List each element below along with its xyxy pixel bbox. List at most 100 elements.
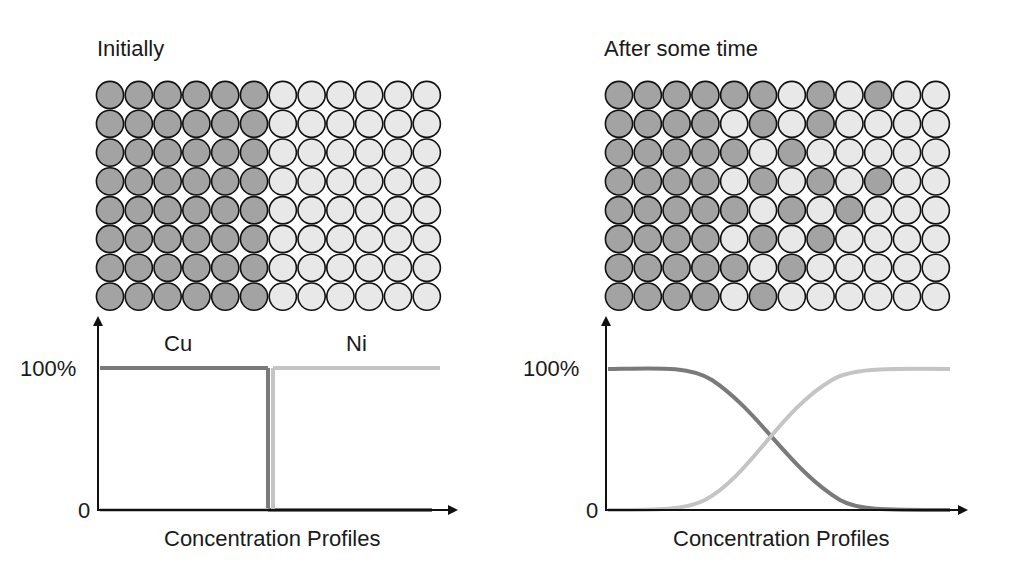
axis-tick: 0 bbox=[586, 500, 598, 522]
atom bbox=[865, 197, 892, 224]
atom bbox=[605, 197, 632, 224]
atom bbox=[605, 168, 632, 195]
atom bbox=[922, 283, 949, 310]
atom bbox=[327, 110, 354, 137]
atom bbox=[749, 283, 776, 310]
atom bbox=[865, 110, 892, 137]
atom bbox=[634, 139, 661, 166]
atom bbox=[807, 283, 834, 310]
atom-grids bbox=[96, 81, 949, 310]
atom bbox=[692, 168, 719, 195]
atom bbox=[269, 254, 296, 281]
atom bbox=[413, 110, 440, 137]
atom bbox=[922, 139, 949, 166]
atom bbox=[807, 139, 834, 166]
atom bbox=[836, 197, 863, 224]
atom bbox=[298, 283, 325, 310]
atom bbox=[807, 168, 834, 195]
atom bbox=[605, 283, 632, 310]
atom bbox=[893, 110, 920, 137]
atom bbox=[356, 283, 383, 310]
atom bbox=[836, 254, 863, 281]
axis-tick: 100% bbox=[523, 358, 579, 380]
atom bbox=[154, 254, 181, 281]
atom bbox=[865, 254, 892, 281]
atom bbox=[749, 197, 776, 224]
cu-profile bbox=[100, 366, 268, 370]
atom bbox=[865, 225, 892, 252]
atom bbox=[327, 81, 354, 108]
atom bbox=[327, 139, 354, 166]
atom bbox=[125, 168, 152, 195]
atom bbox=[778, 168, 805, 195]
atom bbox=[663, 110, 690, 137]
ni-profile bbox=[273, 366, 440, 370]
atom bbox=[356, 168, 383, 195]
atom bbox=[721, 81, 748, 108]
atom bbox=[663, 197, 690, 224]
initial-plot bbox=[97, 318, 456, 511]
atom bbox=[865, 283, 892, 310]
atom bbox=[893, 254, 920, 281]
atom bbox=[663, 139, 690, 166]
atom bbox=[154, 168, 181, 195]
atom bbox=[183, 81, 210, 108]
element-name: Cu bbox=[164, 333, 192, 355]
atom bbox=[240, 81, 267, 108]
atom bbox=[356, 254, 383, 281]
atom bbox=[778, 81, 805, 108]
atom bbox=[663, 254, 690, 281]
atom bbox=[721, 110, 748, 137]
axis-title: Concentration Profiles bbox=[673, 528, 889, 550]
later-plot bbox=[605, 318, 966, 511]
atom bbox=[154, 225, 181, 252]
atom bbox=[922, 254, 949, 281]
atom bbox=[154, 110, 181, 137]
atom bbox=[634, 81, 661, 108]
atom bbox=[240, 254, 267, 281]
atom bbox=[298, 81, 325, 108]
axis-tick: 100% bbox=[20, 358, 76, 380]
atom bbox=[240, 283, 267, 310]
atom bbox=[865, 139, 892, 166]
atom bbox=[836, 110, 863, 137]
atom bbox=[269, 139, 296, 166]
panel-heading: After some time bbox=[604, 38, 758, 60]
atom bbox=[269, 110, 296, 137]
atom bbox=[384, 81, 411, 108]
atom bbox=[356, 110, 383, 137]
atom bbox=[327, 254, 354, 281]
y-axis bbox=[605, 318, 607, 511]
atom bbox=[154, 81, 181, 108]
atom bbox=[778, 283, 805, 310]
atom bbox=[96, 254, 123, 281]
atom bbox=[721, 139, 748, 166]
atom bbox=[298, 197, 325, 224]
atom bbox=[413, 81, 440, 108]
atom bbox=[413, 168, 440, 195]
atom bbox=[183, 283, 210, 310]
atom bbox=[183, 225, 210, 252]
atom bbox=[922, 81, 949, 108]
cu-profile bbox=[266, 368, 270, 510]
atom bbox=[605, 139, 632, 166]
atom bbox=[384, 197, 411, 224]
atom bbox=[125, 139, 152, 166]
atom bbox=[413, 225, 440, 252]
atom bbox=[922, 110, 949, 137]
atom bbox=[384, 110, 411, 137]
atom bbox=[212, 254, 239, 281]
atom bbox=[269, 81, 296, 108]
atom bbox=[212, 283, 239, 310]
atom bbox=[749, 254, 776, 281]
atom bbox=[749, 168, 776, 195]
atom bbox=[356, 197, 383, 224]
atom bbox=[212, 139, 239, 166]
atom bbox=[692, 197, 719, 224]
atom bbox=[327, 168, 354, 195]
atom bbox=[212, 110, 239, 137]
atom bbox=[212, 197, 239, 224]
element-name: Ni bbox=[346, 333, 367, 355]
atom bbox=[836, 283, 863, 310]
